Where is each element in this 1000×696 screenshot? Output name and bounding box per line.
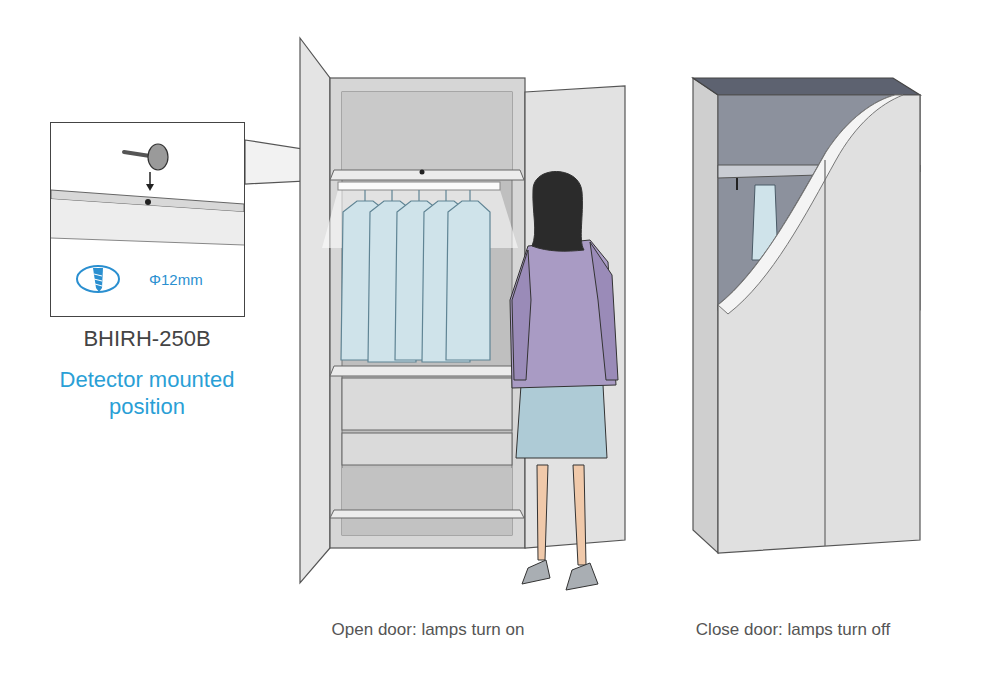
model-number: BHIRH-250B xyxy=(17,326,277,352)
inset-box: Φ12mm xyxy=(50,122,245,317)
woman-figure xyxy=(510,171,618,590)
panel-caption: Open door: lamps turn on xyxy=(268,620,588,640)
hanging-shirts xyxy=(341,190,490,362)
panel-caption: Close door: lamps turn off xyxy=(633,620,953,640)
closed-wardrobe xyxy=(693,78,920,553)
inset-detail xyxy=(50,122,245,317)
open-wardrobe xyxy=(300,38,625,583)
detector-caption: Detector mounted position xyxy=(32,366,262,420)
dimension-label: Φ12mm xyxy=(149,271,203,288)
